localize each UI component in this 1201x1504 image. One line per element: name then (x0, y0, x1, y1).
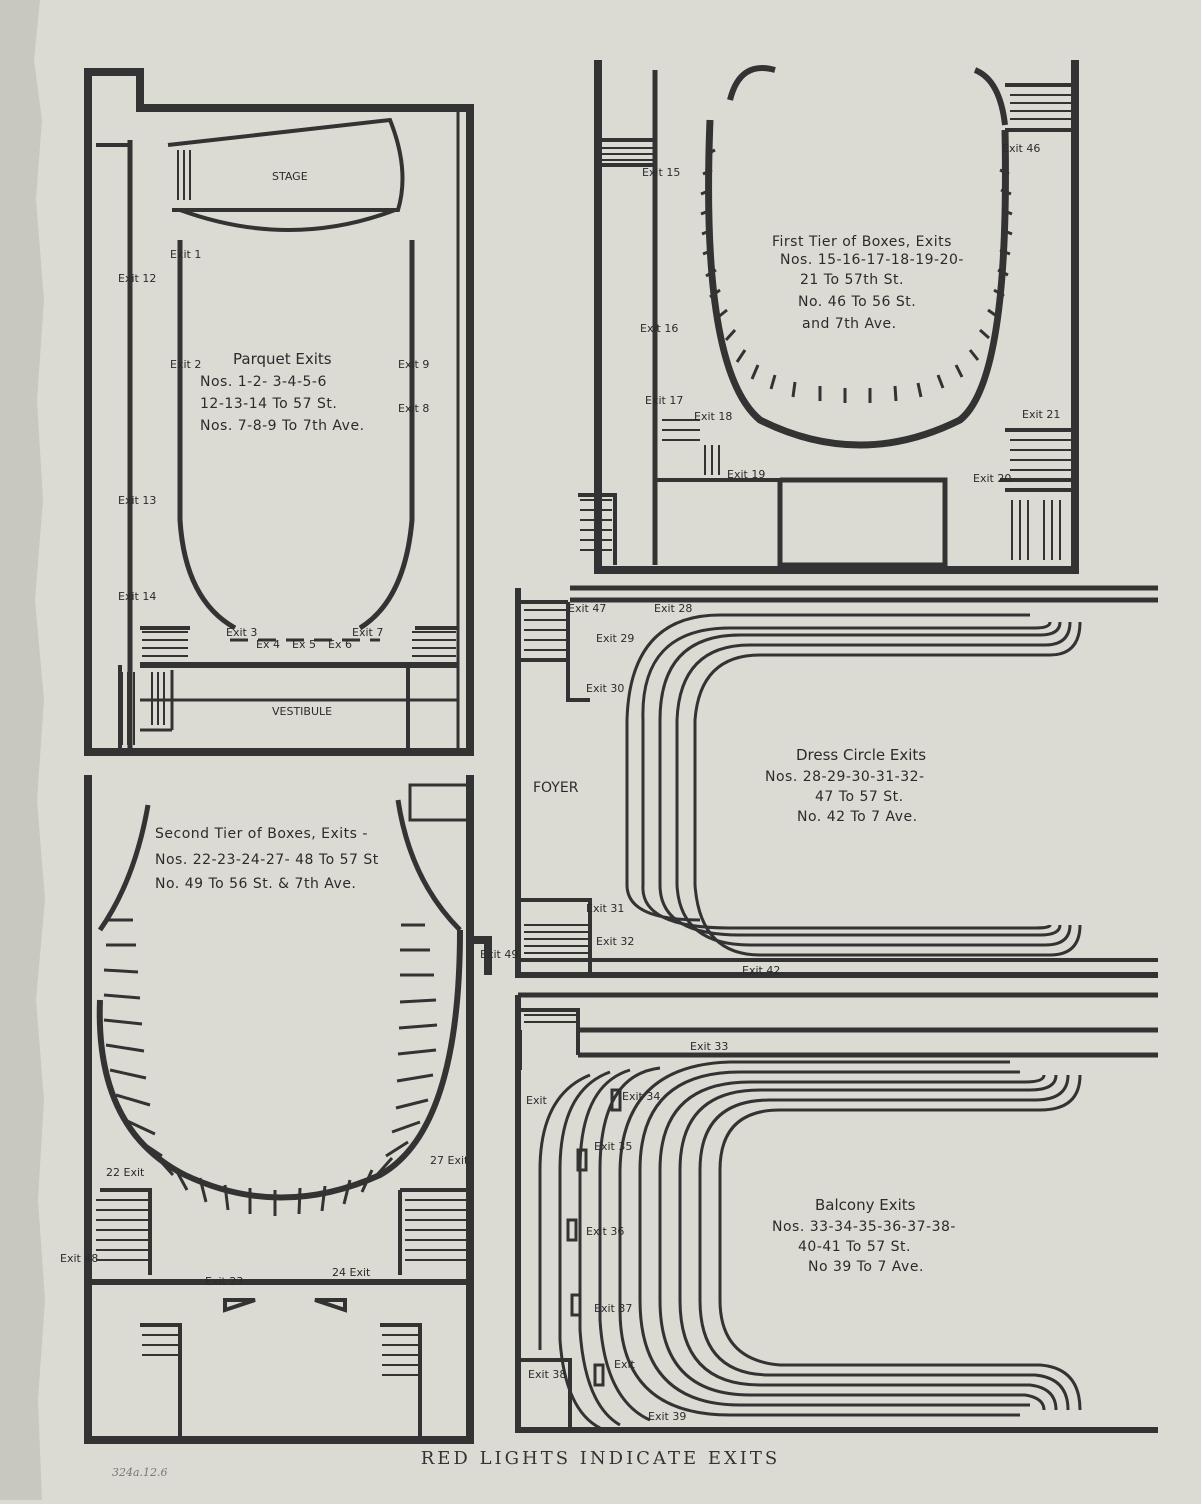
first-tier-line3: No. 46 To 56 St. (798, 294, 916, 310)
balcony-rows (538, 1060, 1082, 1430)
dress-circle-title: Dress Circle Exits (796, 746, 926, 764)
exit-27-label: 27 Exit (430, 1154, 469, 1167)
balcony-title: Balcony Exits (815, 1196, 916, 1214)
dress-circle-exit-labels: Exit 47 Exit 28 Exit 29 Exit 30 Exit 31 … (568, 602, 780, 977)
foyer-label: FOYER (533, 780, 579, 796)
parquet-line2: 12-13-14 To 57 St. (200, 396, 337, 412)
exit-36-label: Exit 36 (586, 1225, 624, 1238)
second-tier-line1: Nos. 22-23-24-27- 48 To 57 St (155, 852, 379, 868)
second-tier-exit-labels: Exit 49 22 Exit 27 Exit Exit 48 Exit 23 … (60, 948, 518, 1288)
exit-2-label: Exit 2 (170, 358, 201, 371)
parquet-line1: Nos. 1-2- 3-4-5-6 (200, 374, 327, 390)
balcony-exit-labels: Exit 33 Exit Exit 34 Exit 35 Exit 36 Exi… (526, 1040, 728, 1423)
first-tier-exit-labels: Exit 15 Exit 16 Exit 17 Exit 18 Exit 19 … (640, 142, 1060, 485)
exit-8-label: Exit 8 (398, 402, 429, 415)
exit-32-label: Exit 32 (596, 935, 634, 948)
exit-1-label: Exit 1 (170, 248, 201, 261)
stair-hatching (96, 94, 1073, 1376)
second-tier-line2: No. 49 To 56 St. & 7th Ave. (155, 876, 356, 892)
balcony-plan (515, 992, 1158, 1433)
dress-circle-plan (515, 585, 1158, 978)
balcony-line2: 40-41 To 57 St. (798, 1239, 911, 1255)
torn-edge (0, 0, 45, 1500)
exit-37-label: Exit 37 (594, 1302, 632, 1315)
exit-12-label: Exit 12 (118, 272, 156, 285)
exit-46-label: Exit 46 (1002, 142, 1040, 155)
exit-42-label: Exit 42 (742, 964, 780, 977)
footer-caption: RED LIGHTS INDICATE EXITS (420, 1448, 781, 1469)
first-tier-line1: Nos. 15-16-17-18-19-20- (780, 252, 964, 268)
exit-47-label: Exit 47 (568, 602, 606, 615)
first-tier-title: First Tier of Boxes, Exits (772, 234, 952, 250)
exit-24-label: 24 Exit (332, 1266, 371, 1279)
second-tier-plan (84, 775, 492, 1444)
exit-21-label: Exit 21 (1022, 408, 1060, 421)
exit-17-label: Exit 17 (645, 394, 683, 407)
vestibule-label: VESTIBULE (272, 705, 332, 718)
exit-23-label: Exit 23 (205, 1275, 243, 1288)
exit-upper-left-label: Exit (526, 1094, 548, 1107)
first-tier-line2: 21 To 57th St. (800, 272, 904, 288)
exit-15-label: Exit 15 (642, 166, 680, 179)
exit-7-label: Exit 7 (352, 626, 383, 639)
exit-35-label: Exit 35 (594, 1140, 632, 1153)
balcony-box-marks (566, 1088, 622, 1387)
exit-3-label: Exit 3 (226, 626, 257, 639)
exit-29-label: Exit 29 (596, 632, 634, 645)
exit-30-label: Exit 30 (586, 682, 624, 695)
exit-14-label: Exit 14 (118, 590, 156, 603)
dress-circle-rows (625, 613, 1082, 957)
exit-20-label: Exit 20 (973, 472, 1011, 485)
stage-label: STAGE (272, 170, 308, 183)
dress-circle-line3: No. 42 To 7 Ave. (797, 809, 918, 825)
exit-4-label: Ex 4 (256, 638, 280, 651)
exit-5-label: Ex 5 (292, 638, 316, 651)
exit-39-label: Exit 39 (648, 1410, 686, 1423)
first-tier-box-marks (700, 148, 1013, 403)
exit-18-label: Exit 18 (694, 410, 732, 423)
dress-circle-line2: 47 To 57 St. (815, 789, 904, 805)
exit-31-label: Exit 31 (586, 902, 624, 915)
parquet-plan (84, 68, 474, 756)
second-tier-box-marks (103, 918, 438, 1216)
balcony-line3: No 39 To 7 Ave. (808, 1259, 924, 1275)
dress-circle-line1: Nos. 28-29-30-31-32- (765, 769, 925, 785)
exit-48-label: Exit 48 (60, 1252, 98, 1265)
exit-34-label: Exit 34 (622, 1090, 660, 1103)
catalog-note: 324a.12.6 (112, 1466, 168, 1479)
exit-49-label: Exit 49 (480, 948, 518, 961)
exit-9-label: Exit 9 (398, 358, 429, 371)
exit-16-label: Exit 16 (640, 322, 678, 335)
exit-19-label: Exit 19 (727, 468, 765, 481)
parquet-exit-labels: Exit 1 Exit 2 Exit 9 Exit 8 Exit 12 Exit… (118, 248, 429, 651)
parquet-line3: Nos. 7-8-9 To 7th Ave. (200, 418, 365, 434)
exit-lower-left-label: Exit 38 (528, 1368, 566, 1381)
exit-6-label: Ex 6 (328, 638, 352, 651)
balcony-line1: Nos. 33-34-35-36-37-38- (772, 1219, 956, 1235)
exit-33-label: Exit 33 (690, 1040, 728, 1053)
second-tier-title: Second Tier of Boxes, Exits - (155, 826, 368, 842)
exit-13-label: Exit 13 (118, 494, 156, 507)
first-tier-line4: and 7th Ave. (802, 316, 897, 332)
exit-22-label: 22 Exit (106, 1166, 145, 1179)
first-tier-plan (578, 60, 1079, 574)
exit-28-label: Exit 28 (654, 602, 692, 615)
parquet-title: Parquet Exits (233, 350, 332, 368)
box-marks (103, 148, 1013, 1387)
exit-38-label: Exit (614, 1358, 636, 1371)
